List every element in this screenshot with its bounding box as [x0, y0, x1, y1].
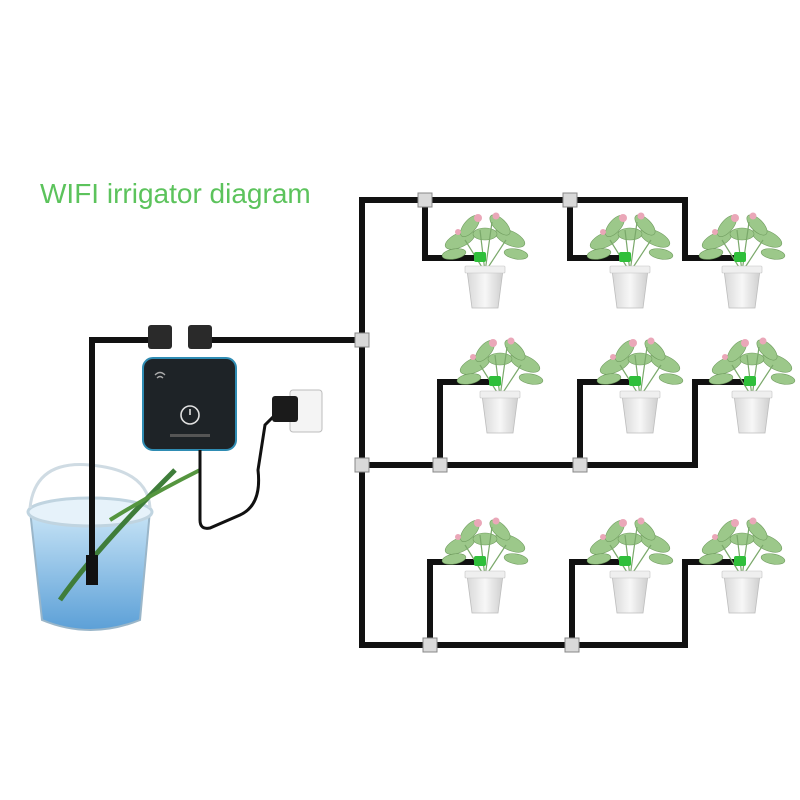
wifi-irrigator-device[interactable] [142, 325, 282, 530]
plant-pots [440, 210, 797, 614]
drip-stakes [474, 252, 756, 566]
tee-connectors [354, 192, 588, 653]
power-button-icon[interactable] [180, 405, 200, 425]
wifi-icon [154, 371, 166, 379]
plant-stem-in-bucket [57, 468, 177, 602]
diagram-title: WIFI irrigator diagram [40, 178, 311, 209]
water-bucket [26, 463, 201, 631]
power-adapter-icon [272, 396, 298, 422]
